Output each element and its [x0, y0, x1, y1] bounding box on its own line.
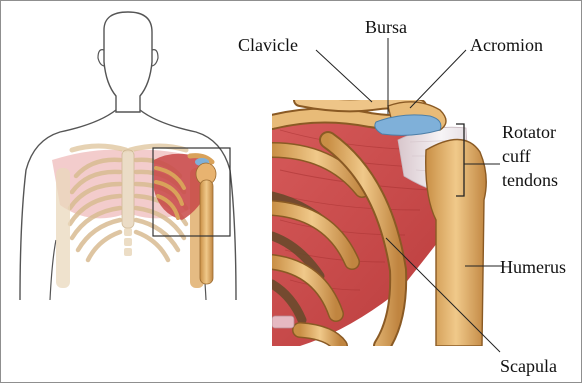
label-acromion: Acromion [470, 36, 543, 54]
label-rotator-line2: cuff [502, 144, 558, 168]
label-clavicle: Clavicle [238, 36, 298, 54]
label-rotator-line3: tendons [502, 168, 558, 192]
label-bursa: Bursa [365, 18, 407, 36]
label-rotator-line1: Rotator [502, 120, 558, 144]
label-scapula: Scapula [500, 357, 557, 375]
label-humerus: Humerus [500, 258, 566, 276]
human-torso-figure [20, 12, 236, 300]
label-rotator-cuff-tendons: Rotator cuff tendons [502, 120, 558, 192]
